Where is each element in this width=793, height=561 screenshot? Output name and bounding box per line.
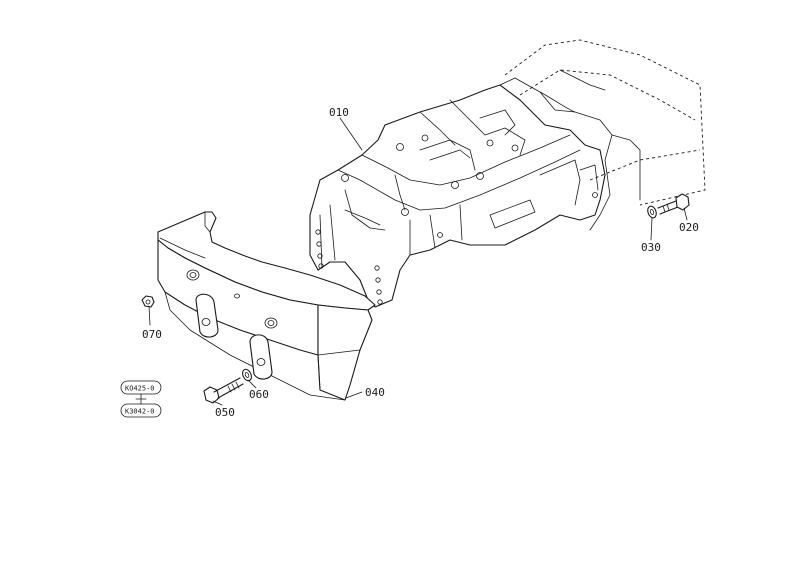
- bolt-left: [203, 377, 244, 404]
- callout-070: 070: [142, 328, 162, 341]
- serial-range-marker: KO425-0 K3042-0: [120, 380, 162, 418]
- transmission-housing: [499, 39, 706, 231]
- callout-010: 010: [329, 106, 349, 119]
- serial-from: KO425-0: [125, 385, 155, 393]
- callout-050: 050: [215, 406, 235, 419]
- bolt-right: [657, 193, 690, 215]
- front-frame: [309, 84, 606, 308]
- callout-030: 030: [641, 241, 661, 254]
- serial-to: K3042-0: [125, 408, 155, 416]
- callout-020: 020: [679, 221, 699, 234]
- callout-060: 060: [249, 388, 269, 401]
- callout-040: 040: [365, 386, 385, 399]
- front-weight: [157, 211, 376, 401]
- washer-right: [647, 205, 657, 219]
- nut: [141, 295, 155, 308]
- washer-left: [242, 368, 252, 382]
- leader-lines: [148, 117, 688, 406]
